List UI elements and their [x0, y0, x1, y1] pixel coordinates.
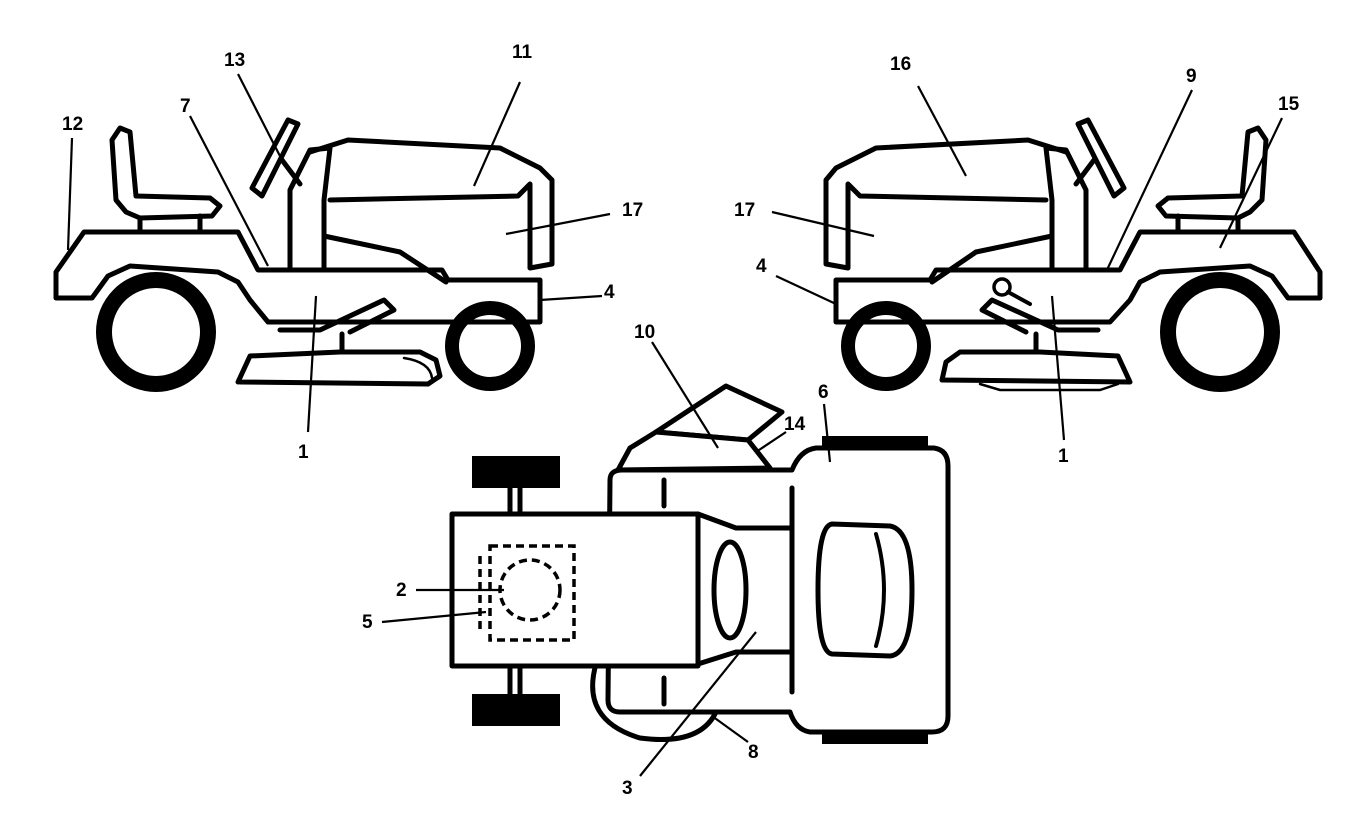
callout-8: 8	[748, 742, 759, 763]
callout-17-left: 17	[622, 200, 643, 221]
right-rear-fender	[833, 229, 1323, 325]
callout-6: 6	[818, 382, 829, 403]
left-hood	[307, 137, 555, 271]
right-lever-knob-icon	[992, 277, 1012, 297]
top-rear-wheel-lower	[472, 694, 560, 726]
left-footrest	[277, 297, 397, 335]
callout-4-left: 4	[604, 282, 615, 303]
callout-1-left: 1	[298, 442, 309, 463]
callout-2: 2	[396, 580, 407, 601]
callout-7: 7	[180, 96, 191, 117]
top-mower-deck	[590, 661, 719, 743]
left-steering-column	[287, 145, 333, 273]
callout-1-right: 1	[1058, 446, 1069, 467]
callout-11: 11	[512, 42, 533, 63]
callout-17-right: 17	[734, 200, 755, 221]
left-rear-fender	[53, 229, 543, 325]
callout-14: 14	[784, 414, 806, 435]
right-steering-column	[1043, 145, 1089, 273]
callout-13: 13	[224, 50, 245, 71]
top-steering-wheel	[711, 539, 749, 641]
right-steering-wheel	[1075, 117, 1127, 199]
right-rear-wheel	[1160, 272, 1280, 392]
right-footrest	[979, 297, 1101, 335]
right-seat	[1155, 125, 1269, 221]
left-seat	[109, 125, 223, 221]
top-rear-wheel-upper	[472, 456, 560, 488]
callout-10: 10	[634, 322, 655, 343]
callout-5: 5	[362, 612, 373, 633]
right-side-view	[823, 117, 1323, 392]
left-front-wheel	[445, 301, 535, 391]
callout-12: 12	[62, 114, 83, 135]
callout-3: 3	[622, 778, 633, 799]
leader-lines	[66, 73, 1283, 777]
callout-4-right: 4	[756, 256, 767, 277]
top-hood	[815, 521, 915, 659]
right-front-wheel	[841, 301, 931, 391]
left-steering-wheel	[249, 117, 301, 199]
left-mower-deck	[235, 349, 443, 387]
callout-16: 16	[890, 54, 911, 75]
left-rear-wheel	[96, 272, 216, 392]
left-side-view	[53, 117, 555, 392]
top-view	[449, 383, 951, 744]
right-mower-deck	[939, 349, 1133, 385]
decal-outline-square	[488, 544, 576, 642]
right-hood	[823, 137, 1069, 271]
callout-9: 9	[1186, 66, 1197, 87]
callout-15: 15	[1278, 94, 1300, 115]
callouts: 12 13 7 11 17 4 1 16 9 15 17 4 1 10 14 6…	[62, 42, 1300, 799]
